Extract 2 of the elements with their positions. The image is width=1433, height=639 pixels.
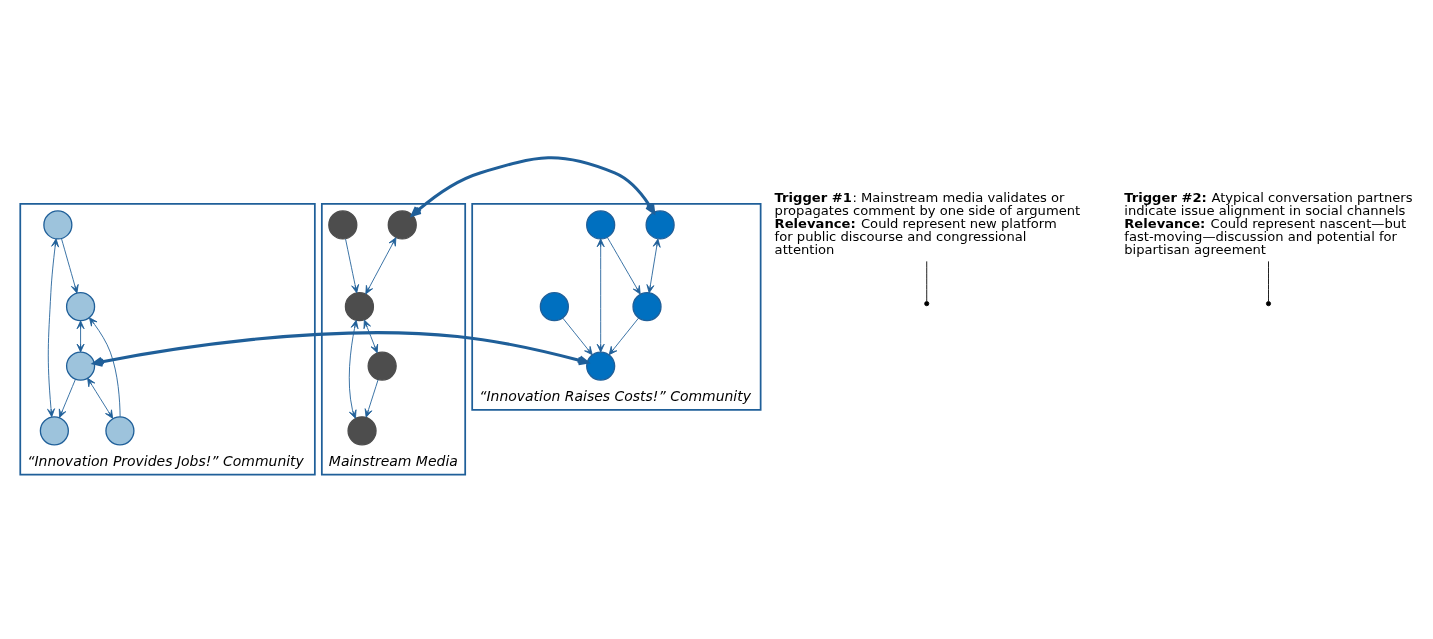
node-text: Trigger #2: Atypical conversation partners indicate issue alignment in social channels Relevance: Could represent nascent—but fast-moving—discussion and potential for bipartisan agreement bbox=[1124, 189, 1413, 258]
node-text: Trigger #1: Mainstream media validates or propagates comment by one side of argument Relevance: Could represent new platform for public discourse and congressional attention bbox=[774, 189, 1081, 258]
